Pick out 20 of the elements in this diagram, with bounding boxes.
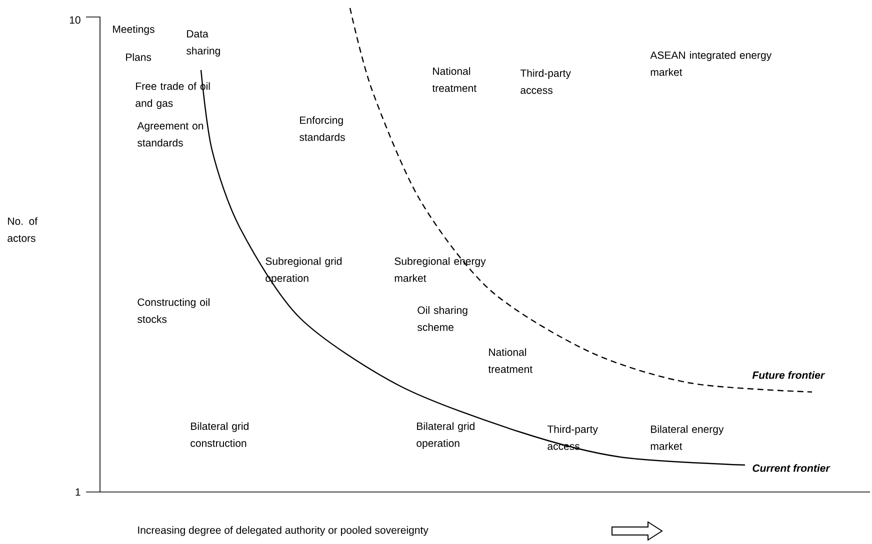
- item-label: Agreement on standards: [137, 122, 204, 147]
- item-label: Third-party access: [520, 69, 571, 94]
- tick-label: 10: [70, 16, 80, 24]
- curve-label: Current frontier: [752, 464, 830, 472]
- item-label: Plans: [126, 53, 152, 61]
- item-label: National treatment: [488, 348, 532, 373]
- item-label: Enforcing standards: [300, 116, 345, 141]
- curve-label: Future frontier: [752, 371, 825, 379]
- axis-label: Increasing degree of delegated authority or pooled sovereignty: [138, 526, 428, 536]
- item-label: Bilateral grid construction: [190, 422, 248, 447]
- item-label: National treatment: [432, 67, 476, 92]
- axis-label: No. of actors: [8, 217, 38, 242]
- tick-label: 1: [76, 488, 80, 496]
- item-label: Oil sharing scheme: [418, 306, 468, 331]
- item-label: Bilateral grid operation: [416, 422, 474, 449]
- item-label: Meetings: [113, 25, 154, 35]
- item-label: Bilateral energy market: [650, 425, 724, 450]
- item-label: Data sharing: [186, 30, 220, 57]
- item-label: ASEAN integrated energy market: [650, 51, 772, 76]
- item-label: Constructing oil stocks: [138, 298, 210, 323]
